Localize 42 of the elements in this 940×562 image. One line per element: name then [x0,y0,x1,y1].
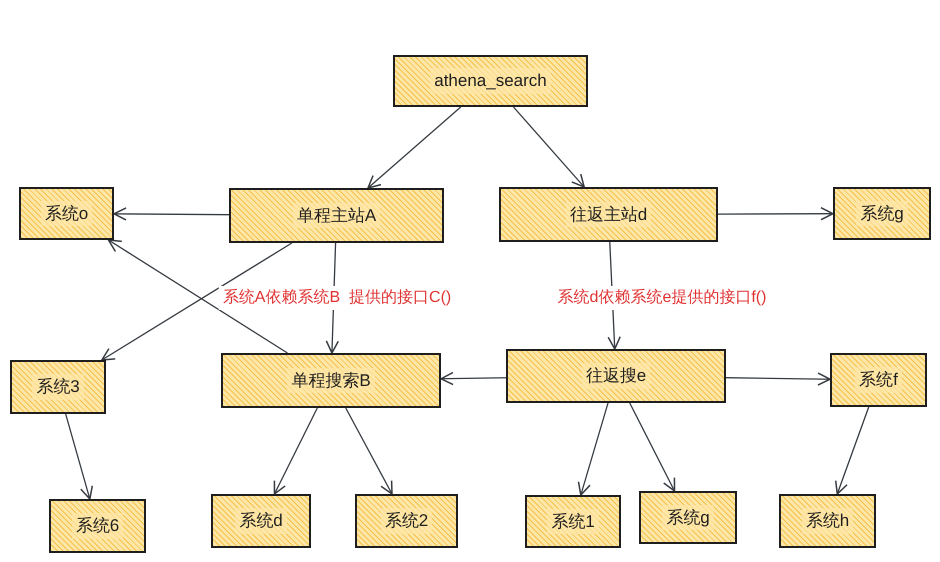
process-box [49,499,146,553]
arrow [113,207,229,221]
process-box [525,495,621,548]
arrow [274,408,318,495]
node-label: 系统f [855,367,902,393]
arrow [718,206,834,220]
process-box [506,349,726,403]
arrow [629,402,676,492]
node-label: 系统g [662,504,714,530]
node-label: 系统o [40,200,92,226]
node-label: 往返搜e [582,363,650,389]
process-box [221,353,441,408]
arrow [834,406,870,495]
process-box [830,353,927,407]
process-box [833,187,931,240]
node-label: 系统3 [32,374,84,400]
node-label: 系统d [235,508,287,534]
node-label: 系统2 [380,508,432,534]
node-label: 单程主站A [292,202,380,228]
arrow [513,106,585,188]
arrow [726,372,831,386]
node-label: 系统1 [547,508,599,534]
node-label: 单程搜索B [287,368,375,394]
arrow [345,408,393,495]
process-box [19,187,114,240]
arrow [65,414,94,500]
process-box [355,494,458,548]
process-box [499,187,718,242]
process-box [779,494,876,548]
process-box [639,491,737,544]
arrow [578,402,609,496]
process-box [211,494,311,548]
node-label: athena_search [430,68,551,94]
process-box [393,55,588,107]
arrow [440,372,506,386]
arrow [367,106,462,189]
node-label: 往返主站d [566,202,652,228]
process-box [10,360,106,414]
node-label: 系统g [856,200,908,226]
node-label: 系统6 [72,513,124,539]
node-label: 系统h [802,508,854,534]
process-box [229,188,444,243]
